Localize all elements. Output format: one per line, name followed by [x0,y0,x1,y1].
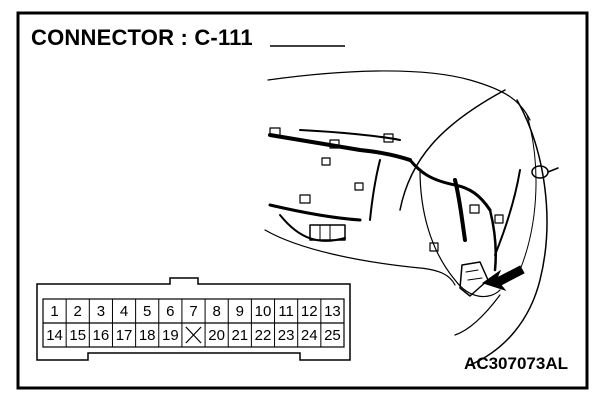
pin-12: 12 [301,303,318,320]
pin-10: 10 [255,303,272,320]
dash-panel-outline [267,70,531,121]
pin-23: 23 [278,327,295,344]
pin-16: 16 [93,327,110,344]
connector-small-9 [494,214,504,224]
pin-20: 20 [208,327,225,344]
connector-small-3 [321,157,331,166]
connector-small-6 [299,194,311,204]
grommet-wire [547,167,559,173]
pin-21: 21 [231,327,248,344]
pin-3: 3 [97,303,105,320]
lower-trim-curve [454,294,501,336]
pin-5: 5 [143,303,151,320]
harness-branch-3 [488,208,498,272]
connector-small-4 [354,182,364,191]
harness-upper [268,133,412,162]
pin-7: 7 [189,303,197,320]
pillar-edge [469,99,548,366]
vehicle-illustration [264,70,559,366]
target-connector-cluster [459,261,489,297]
pin-17: 17 [116,327,133,344]
connector-title: CONNECTOR : C-111 [31,25,253,50]
pin-24: 24 [301,327,318,344]
pin-4: 4 [120,303,128,320]
pin-25: 25 [324,327,341,344]
pin-8: 8 [212,303,220,320]
harness-upper-2 [299,129,401,141]
harness-right [494,169,521,256]
connector-small-8 [469,204,480,214]
harness-drop [369,159,381,221]
pin-18: 18 [139,327,156,344]
pin-2: 2 [74,303,82,320]
harness-lower [268,203,362,222]
harness-branch-2 [453,178,467,242]
pin-14: 14 [46,327,63,344]
grommet [531,165,549,179]
opening-curve [419,169,501,298]
pin-22: 22 [255,327,272,344]
pin-6: 6 [166,303,174,320]
connector-small-5 [383,133,394,143]
connector-housing [36,277,351,361]
pin-13: 13 [324,303,341,320]
connector-block [309,224,346,241]
pin-9: 9 [236,303,244,320]
pin-19: 19 [162,327,179,344]
connector-small-1 [269,127,281,137]
pillar-inner [519,114,537,271]
pin-1: 1 [50,303,58,320]
pointer-arrow [481,265,525,291]
connector-small-2 [329,139,340,149]
figure-id: AC307073AL [464,354,568,373]
pin-blank-x [185,326,202,344]
dash-panel-lower [264,229,456,286]
outer-border [16,11,589,390]
pin-11: 11 [278,303,294,320]
door-edge [399,89,506,211]
pin-15: 15 [69,327,86,344]
connector-small-7 [429,242,439,252]
target-connector-detail [465,269,483,281]
